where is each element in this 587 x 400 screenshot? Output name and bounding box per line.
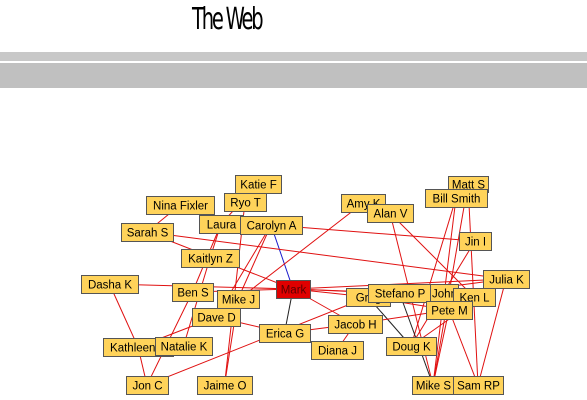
node-label: Kathleen R <box>110 343 167 355</box>
node-label: Stefano P <box>375 289 426 301</box>
node-natalie-k[interactable]: Natalie K <box>155 337 213 356</box>
node-ben-s[interactable]: Ben S <box>172 283 214 302</box>
node-label: Carolyn A <box>247 221 297 233</box>
node-box <box>425 189 488 208</box>
node-label: Jacob H <box>334 320 376 332</box>
node-box <box>81 275 139 294</box>
node-dave-d[interactable]: Dave D <box>192 308 241 327</box>
node-label: Alan V <box>374 209 408 221</box>
node-box <box>197 376 253 395</box>
node-box <box>426 301 473 320</box>
node-erica-g[interactable]: Erica G <box>259 324 311 343</box>
node-sarah-s[interactable]: Sarah S <box>121 223 174 242</box>
graph-edge <box>146 231 507 280</box>
node-label: Laura <box>207 220 237 232</box>
graph-edge <box>448 309 479 386</box>
node-diana-j[interactable]: Diana J <box>311 341 364 360</box>
node-doug-k[interactable]: Doug K <box>386 337 437 356</box>
node-laura[interactable]: Laura <box>199 215 244 234</box>
node-box <box>459 232 492 251</box>
node-box <box>146 196 215 215</box>
node-label: Sarah S <box>127 228 169 240</box>
node-mike-j[interactable]: Mike J <box>217 290 260 309</box>
band-highlight <box>0 61 587 63</box>
toolbar-band <box>0 61 587 88</box>
node-label: Ryo T <box>230 198 260 210</box>
node-nina-fixler[interactable]: Nina Fixler <box>146 196 215 215</box>
node-bill-smith[interactable]: Bill Smith <box>425 189 488 208</box>
node-katie-f[interactable]: Katie F <box>235 175 282 194</box>
node-label: John <box>432 289 457 301</box>
node-dasha-k[interactable]: Dasha K <box>81 275 139 294</box>
graph-edge <box>109 283 139 348</box>
node-box <box>181 249 240 268</box>
node-label: Sam RP <box>457 381 500 393</box>
header-rule <box>0 52 587 61</box>
node-box <box>240 216 303 235</box>
node-box <box>453 376 504 395</box>
node-box <box>311 341 364 360</box>
graph-edge <box>389 212 475 298</box>
node-label: Diana J <box>318 346 357 358</box>
node-box <box>276 280 311 299</box>
node-box <box>192 308 241 327</box>
node-label: Ben S <box>177 288 209 300</box>
node-label: Erica G <box>266 329 304 341</box>
node-mark[interactable]: Mark <box>276 280 311 299</box>
app-logo: The Web <box>192 2 264 37</box>
node-mike-s[interactable]: Mike S <box>412 376 455 395</box>
node-kaitlyn-z[interactable]: Kaitlyn Z <box>181 249 240 268</box>
node-jacob-h[interactable]: Jacob H <box>328 315 383 334</box>
node-jin-i[interactable]: Jin I <box>459 232 492 251</box>
node-box <box>386 337 437 356</box>
node-sam-rp[interactable]: Sam RP <box>453 376 504 395</box>
node-box <box>328 315 383 334</box>
node-label: Matt S <box>452 180 486 192</box>
graph-edge <box>146 296 369 386</box>
node-label: Nina Fixler <box>153 201 208 213</box>
node-label: Jaime O <box>204 381 247 393</box>
node-box <box>121 223 174 242</box>
node-box <box>155 337 213 356</box>
node-box <box>126 376 169 395</box>
node-box <box>367 204 414 223</box>
graph-edge <box>410 197 457 347</box>
node-label: Kaitlyn Z <box>188 254 233 266</box>
node-label: Dasha K <box>88 280 132 292</box>
node-label: Pete M <box>431 306 467 318</box>
node-alan-v[interactable]: Alan V <box>367 204 414 223</box>
node-label: Jon C <box>132 381 162 393</box>
node-label: Jin I <box>465 237 486 249</box>
node-box <box>259 324 311 343</box>
node-label: Natalie K <box>161 342 208 354</box>
graph-edge <box>467 183 479 386</box>
graph-edge <box>432 309 450 386</box>
graph-edge <box>270 224 294 290</box>
node-box <box>483 270 530 289</box>
graph-edge <box>270 224 476 242</box>
node-label: Bill Smith <box>433 194 481 206</box>
node-label: Dave D <box>197 313 235 325</box>
node-julia-k[interactable]: Julia K <box>483 270 530 289</box>
node-carolyn-a[interactable]: Carolyn A <box>240 216 303 235</box>
graph-edge <box>477 278 507 386</box>
node-label: Julia K <box>489 275 524 287</box>
node-ryo-t[interactable]: Ryo T <box>224 193 267 212</box>
node-label: Mike S <box>416 381 451 393</box>
node-label: Mark <box>281 285 307 297</box>
node-label: Mike J <box>222 295 255 307</box>
node-label: Katie F <box>240 180 276 192</box>
node-box <box>224 193 267 212</box>
node-stefano-p[interactable]: Stefano P <box>368 284 432 303</box>
node-pete-m[interactable]: Pete M <box>426 301 473 320</box>
node-jon-c[interactable]: Jon C <box>126 376 169 395</box>
node-box <box>172 283 214 302</box>
graph-edge <box>237 224 272 300</box>
node-label: Doug K <box>392 342 431 354</box>
node-jaime-o[interactable]: Jaime O <box>197 376 253 395</box>
